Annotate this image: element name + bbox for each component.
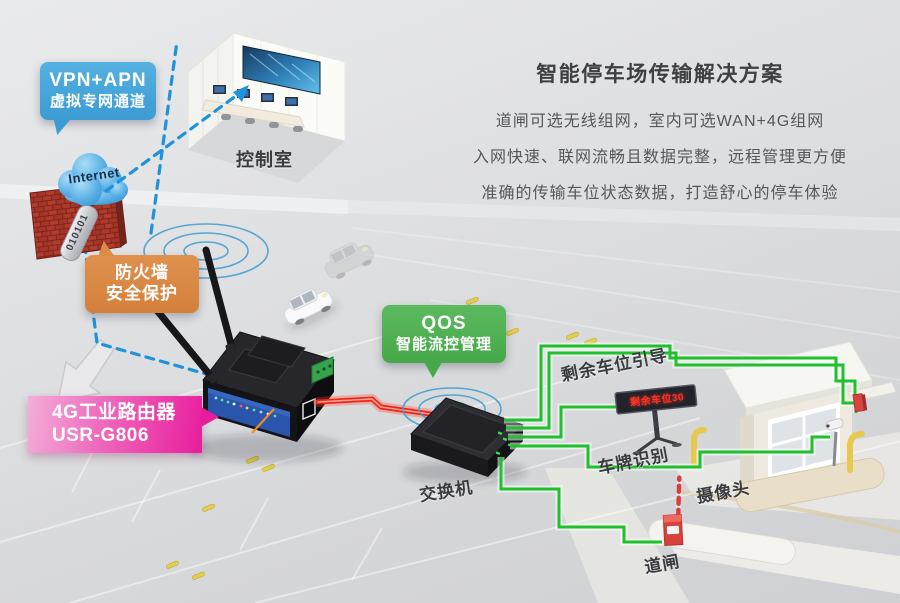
qos-callout: QOS 智能流控管理 bbox=[382, 305, 506, 378]
barrier-island bbox=[648, 518, 796, 566]
red-cable bbox=[313, 393, 435, 419]
vpn-callout-tail bbox=[50, 118, 71, 135]
car-white bbox=[284, 288, 339, 331]
vpn-callout-title: VPN+APN bbox=[49, 70, 147, 91]
camera-device bbox=[825, 418, 844, 467]
office-chairs bbox=[221, 114, 303, 132]
page-title: 智能停车场传输解决方案 bbox=[536, 63, 784, 86]
router-tag-tail bbox=[201, 407, 219, 427]
description-line-1: 道闸可选无线组网，室内可选WAN+4G组网 bbox=[495, 113, 825, 130]
entry-pole bbox=[691, 427, 707, 469]
header-text-block: 智能停车场传输解决方案 道闸可选无线组网，室内可选WAN+4G组网 入网快速、联… bbox=[430, 58, 890, 212]
console-desk bbox=[201, 99, 305, 128]
qos-callout-tail bbox=[424, 361, 442, 378]
firewall-callout-subtitle: 安全保护 bbox=[106, 284, 178, 304]
green-cables bbox=[497, 342, 860, 546]
binary-data-icon bbox=[60, 204, 98, 262]
firewall-callout: 防火墙 安全保护 bbox=[85, 241, 199, 313]
cable-to-barrier bbox=[499, 457, 662, 544]
vpn-callout: VPN+APN 虚拟专网通道 bbox=[40, 62, 156, 135]
reader-device bbox=[852, 393, 868, 413]
control-room-label: 控制室 bbox=[236, 150, 293, 170]
cable-to-sign bbox=[508, 405, 646, 439]
link-arrowhead bbox=[233, 85, 249, 102]
description-line-3: 准确的传输车位状态数据，打造舒心的停车体验 bbox=[481, 185, 839, 202]
router-tag-title: 4G工业路由器 bbox=[52, 402, 176, 423]
cable-to-camera bbox=[510, 435, 830, 469]
router-controlroom-link bbox=[149, 39, 179, 235]
flow-arrow bbox=[57, 339, 116, 402]
router-tag-model: USR-G806 bbox=[52, 425, 149, 447]
car-faded bbox=[325, 242, 374, 279]
cloud-controlroom-link bbox=[104, 88, 246, 193]
router-led-panel bbox=[208, 388, 290, 437]
qos-callout-title: QOS bbox=[421, 313, 467, 334]
firewall-callout-title: 防火墙 bbox=[115, 263, 169, 282]
firewall-callout-tail bbox=[95, 241, 115, 256]
cable-to-ledge bbox=[506, 351, 858, 430]
router-product-tag: 4G工业路由器 USR-G806 bbox=[28, 396, 219, 454]
router-antenna bbox=[151, 246, 236, 384]
cable-to-roof-device bbox=[504, 344, 857, 422]
vpn-callout-subtitle: 虚拟专网通道 bbox=[49, 92, 146, 110]
qos-callout-subtitle: 智能流控管理 bbox=[395, 335, 492, 353]
internet-cloud-icon bbox=[58, 153, 128, 206]
ticket-pole bbox=[847, 431, 865, 473]
control-room bbox=[187, 31, 346, 183]
parking-sign-display bbox=[614, 384, 698, 456]
switch-device bbox=[403, 397, 527, 483]
router-device bbox=[151, 246, 343, 462]
video-wall-screen bbox=[242, 45, 321, 95]
barrier-gate-device bbox=[662, 475, 684, 546]
power-terminal bbox=[311, 356, 334, 384]
description-line-2: 入网快速、联网流畅且数据完整，远程管理更方便 bbox=[472, 149, 847, 166]
ethernet-port bbox=[302, 397, 316, 421]
